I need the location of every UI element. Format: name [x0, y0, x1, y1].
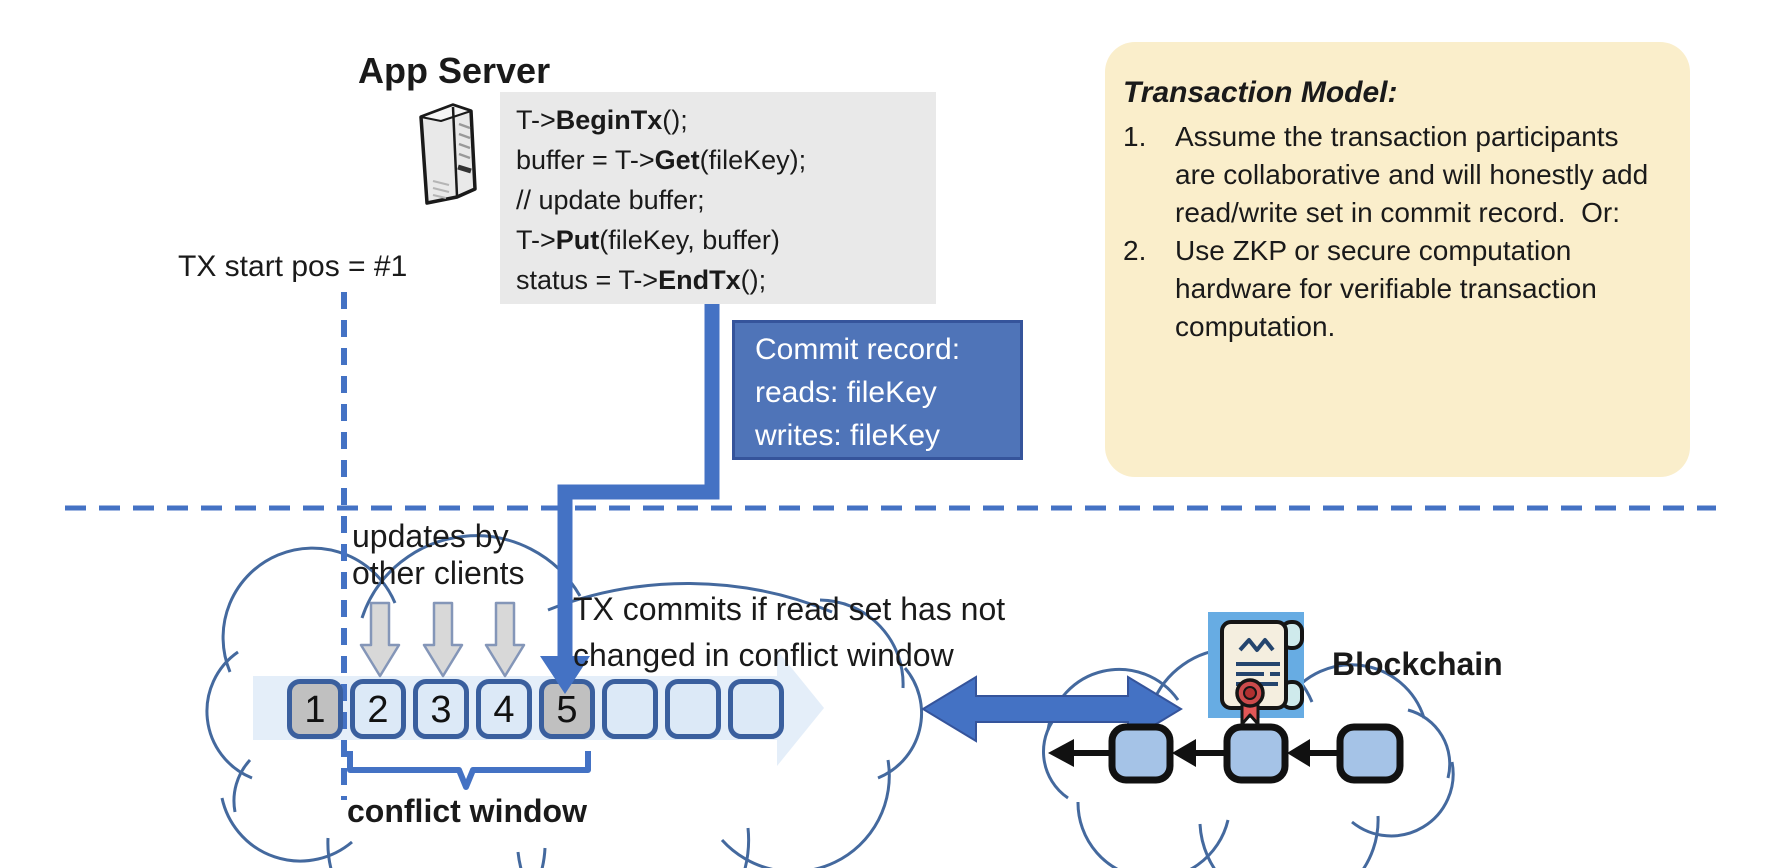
- timeline-box-8: [728, 679, 784, 739]
- timeline-box-5: 5: [539, 679, 595, 739]
- transaction-model-item: 2. Use ZKP or secure computation hardwar…: [1123, 232, 1660, 346]
- tx-start-pos-label: TX start pos = #1: [178, 250, 408, 283]
- server-icon: [419, 103, 477, 205]
- conflict-window-label: conflict window: [347, 793, 587, 829]
- timeline-box-6: [602, 679, 658, 739]
- timeline-box-3: 3: [413, 679, 469, 739]
- transaction-model-item: 1. Assume the transaction participants a…: [1123, 118, 1660, 232]
- timeline-box-7: [665, 679, 721, 739]
- code-line: // update buffer;: [516, 185, 705, 215]
- timeline-box-4: 4: [476, 679, 532, 739]
- code-line: status = T->EndTx();: [516, 265, 767, 295]
- conflict-window-brace: [347, 751, 591, 790]
- tx-commits-label: TX commits if read set has not changed i…: [573, 591, 1006, 673]
- item-number: 2.: [1123, 235, 1147, 266]
- commit-record-writes: writes: fileKey: [755, 419, 941, 452]
- transaction-model-note: Transaction Model: 1. Assume the transac…: [1105, 42, 1690, 477]
- transaction-code-block: T->BeginTx(); buffer = T->Get(fileKey); …: [500, 92, 936, 304]
- commit-record-box: Commit record: reads: fileKey writes: fi…: [732, 320, 1023, 460]
- timeline-box-2: 2: [350, 679, 406, 739]
- app-server-title: App Server: [358, 50, 551, 91]
- item-number: 1.: [1123, 121, 1147, 152]
- commit-record-reads: reads: fileKey: [755, 376, 937, 409]
- code-line: T->BeginTx();: [516, 105, 688, 135]
- blockchain-blocks-icon: [1048, 723, 1404, 784]
- sync-double-arrow-icon: [921, 675, 1183, 743]
- code-line: T->Put(fileKey, buffer): [516, 225, 780, 255]
- transaction-model-title: Transaction Model:: [1123, 76, 1398, 109]
- updates-by-other-clients-label: updates by other clients: [352, 518, 525, 591]
- code-line: buffer = T->Get(fileKey);: [516, 145, 807, 175]
- timeline-box-1: 1: [287, 679, 343, 739]
- item-text: Assume the transaction participants are …: [1175, 121, 1656, 228]
- blockchain-label: Blockchain: [1332, 646, 1503, 682]
- update-arrow-icons: [359, 601, 526, 678]
- commit-record-title: Commit record:: [755, 333, 961, 366]
- item-text: Use ZKP or secure computation hardware f…: [1175, 235, 1605, 342]
- certificate-icon: [1208, 612, 1304, 726]
